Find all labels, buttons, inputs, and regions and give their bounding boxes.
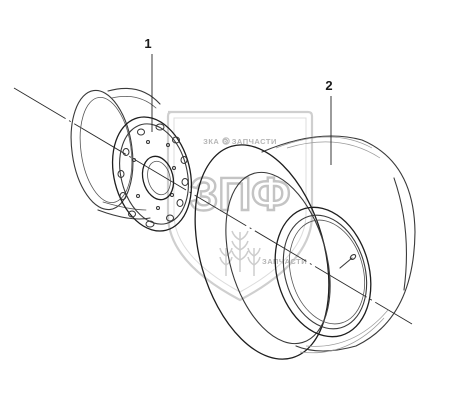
watermark-bottom-text: ЗАПЧАСТИ: [262, 257, 307, 266]
gear-icon: [222, 137, 230, 145]
callout-2: 2: [325, 78, 333, 165]
callout-1-label: 1: [144, 36, 151, 51]
wheel-axis: [13, 87, 413, 325]
watermark-shield: [166, 110, 314, 302]
rim-bolt-holes: [117, 123, 189, 228]
callout-2-label: 2: [325, 78, 332, 93]
watermark-top-text: ЗКА ⚙ ЗАПЧАСТИ: [203, 137, 277, 146]
callout-1: 1: [144, 36, 153, 132]
tire: [194, 135, 416, 360]
wheat-icon: [219, 230, 261, 276]
watermark-big-text: ЗПФ: [189, 168, 290, 220]
valve-stem: [339, 253, 357, 269]
watermark: ЗКА ⚙ ЗАПЧАСТИ ЗПФ ЗАПЧАСТИ: [166, 110, 314, 302]
rim: [70, 87, 193, 232]
